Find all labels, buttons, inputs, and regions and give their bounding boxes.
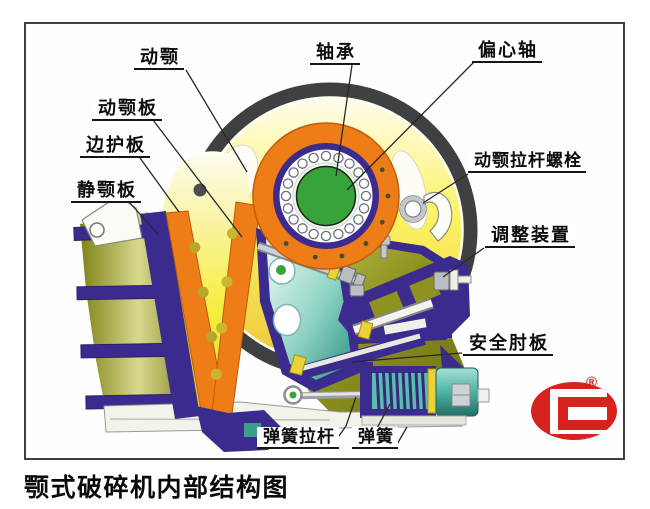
pin-hole-green — [276, 265, 286, 275]
registered-trademark-symbol: ® — [586, 374, 598, 391]
moving-jaw-corrugation — [210, 228, 238, 380]
frame-lug — [81, 195, 143, 247]
brand-logo — [531, 382, 617, 440]
label-moving-jaw: 动颚 — [134, 47, 184, 71]
tie-rod-eye — [400, 196, 426, 222]
adjustment-bolt-nut — [433, 271, 450, 291]
lug-hole — [89, 222, 105, 238]
label-spring-tie-rod: 弹簧拉杆 — [257, 427, 339, 450]
figure-caption: 颚式破碎机内部结构图 — [24, 474, 290, 502]
label-safety-toggle: 安全肘板 — [463, 333, 553, 357]
spring-coils — [375, 371, 426, 411]
bearing-balls — [280, 150, 372, 242]
machine-body — [73, 151, 490, 452]
label-fixed-jaw-plate: 静颚板 — [71, 180, 141, 204]
label-eccentric-shaft: 偏心轴 — [472, 40, 542, 64]
bearing-assembly — [252, 122, 453, 270]
label-spring: 弹簧 — [352, 427, 398, 450]
label-tie-rod-bolt: 动颚拉杆螺栓 — [468, 151, 586, 174]
housing-hook — [423, 191, 453, 242]
fixed-jaw-backing — [140, 211, 200, 419]
label-adjustment-device: 调整装置 — [485, 225, 575, 249]
eccentric-shaft-core — [295, 165, 357, 227]
spring-assembly — [283, 362, 490, 426]
label-moving-jaw-plate: 动颚板 — [92, 98, 162, 122]
bolt — [349, 284, 365, 297]
label-side-guard-plate: 边护板 — [80, 135, 150, 159]
housing-bolt-dots — [283, 167, 391, 260]
safety-toggle-plate — [289, 297, 434, 381]
logo-glyph — [558, 397, 607, 430]
side-guard-hole — [193, 183, 207, 197]
label-bearing: 轴承 — [310, 42, 360, 66]
leader-lines — [129, 61, 485, 447]
